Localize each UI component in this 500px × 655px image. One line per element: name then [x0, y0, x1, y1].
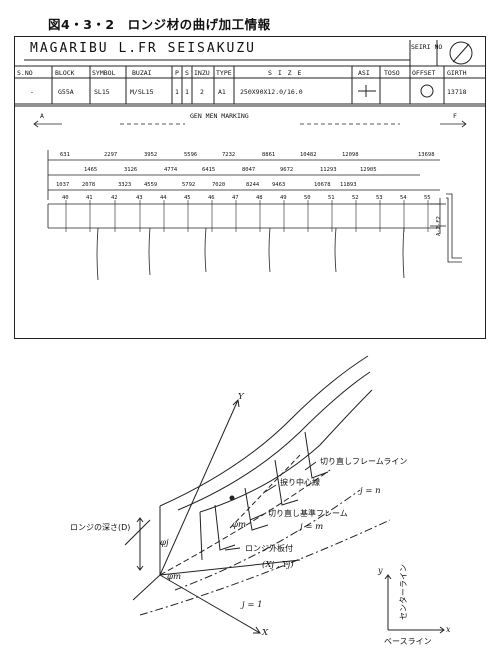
dim-r2-4: 8047	[242, 167, 256, 173]
j-n-label: j = n	[360, 486, 381, 496]
header-girth: GIRTH	[447, 69, 467, 77]
value-size: 250X90X12.0/16.0	[240, 88, 303, 96]
header-symbol: SYMBOL	[92, 69, 116, 77]
dim-r1-0: 631	[60, 152, 70, 158]
frame-number: 40	[62, 195, 69, 201]
header-size: S I Z E	[268, 69, 303, 77]
value-type: A1	[218, 88, 226, 96]
frame-number: 50	[304, 195, 311, 201]
dim-r3-6: 8244	[246, 182, 260, 188]
dim-r2-0: 1465	[84, 167, 98, 173]
drawing-sheet	[14, 36, 486, 339]
frame-number: 42	[111, 195, 118, 201]
header-offset: OFFSET	[412, 69, 436, 77]
dim-r1-4: 7232	[222, 152, 236, 158]
dim-r1-2: 3952	[144, 152, 158, 158]
frame-number: 55	[424, 195, 431, 201]
value-s: 1	[185, 88, 189, 96]
dim-r2-2: 4774	[164, 167, 178, 173]
phi-m-upper-label: φm	[232, 520, 247, 530]
centerline-label: センターライン	[399, 564, 408, 620]
frame-number: 47	[232, 195, 239, 201]
value-block: G55A	[58, 88, 74, 96]
dim-r2-7: 12905	[360, 167, 377, 173]
header-asi: ASI	[358, 69, 370, 77]
dim-r2-5: 9672	[280, 167, 294, 173]
dim-r3-3: 4559	[144, 182, 158, 188]
value-symbol: SL15	[94, 88, 110, 96]
dim-r1-6: 10482	[300, 152, 317, 158]
small-y-label: y	[378, 566, 383, 575]
dim-r1-5: 8861	[262, 152, 276, 158]
longi-depth-label: ロンジの深さ(D)	[70, 523, 131, 532]
value-buzai: M/SL15	[130, 88, 154, 96]
baseline-label: ベースライン	[384, 637, 432, 646]
dim-r3-9: 11893	[340, 182, 357, 188]
header-type: TYPE	[216, 69, 232, 77]
j-1-label: j = 1	[242, 600, 263, 610]
dim-r2-1: 3126	[124, 167, 138, 173]
frame-number: 45	[184, 195, 191, 201]
header-toso: TOSO	[384, 69, 400, 77]
twist-axis-label: 捩り中心線	[280, 478, 320, 487]
dim-r1-1: 2297	[104, 152, 118, 158]
dim-r3-2: 3323	[118, 182, 132, 188]
value-p: 1	[175, 88, 179, 96]
header-buzai: BUZAI	[132, 69, 152, 77]
figure-title: 図4・3・2 ロンジ材の曲げ加工情報	[48, 17, 271, 32]
dim-r3-7: 9463	[272, 182, 286, 188]
frame-number: 41	[86, 195, 93, 201]
header-block: BLOCK	[55, 69, 75, 77]
header-sno: S.NO	[17, 69, 33, 77]
phi-j-label: φj	[160, 538, 169, 548]
dim-r3-4: 5792	[182, 182, 196, 188]
marking-label: GEN MEN MARKING	[190, 112, 249, 120]
cut-reference-frame-label: 切り直し基準フレーム	[268, 509, 348, 518]
small-x-label: x	[446, 625, 451, 634]
header-inzu: INZU	[194, 69, 210, 77]
y-axis-label: Y	[238, 392, 244, 402]
dim-r3-0: 1037	[56, 182, 70, 188]
xj-yj-label: (Xj , Yj)	[262, 560, 294, 570]
frame-number: 46	[208, 195, 215, 201]
header-p: P	[175, 69, 179, 77]
value-sno: -	[30, 88, 34, 96]
dim-r1-7: 12098	[342, 152, 359, 158]
frame-number: 43	[136, 195, 143, 201]
frame-number: 54	[400, 195, 407, 201]
frame-number: 52	[352, 195, 359, 201]
frame-number: 53	[376, 195, 383, 201]
frame-number: 48	[256, 195, 263, 201]
j-m-label: j = m	[300, 522, 324, 532]
header-s: S	[185, 69, 189, 77]
sheet-title: MAGARIBU L.FR SEISAKUZU	[30, 41, 257, 56]
value-girth: 13718	[447, 88, 467, 96]
frame-number: 44	[160, 195, 167, 201]
cut-frame-line-label: 切り直しフレームライン	[320, 457, 408, 466]
x-axis-label: X	[262, 628, 269, 638]
frame-number: 51	[328, 195, 335, 201]
frame-number: 49	[280, 195, 287, 201]
seiri-label: SEIRI NO	[411, 43, 443, 51]
direction-right-label: F	[453, 112, 457, 120]
dim-r1-8: 13698	[418, 152, 435, 158]
value-inzu: 2	[200, 88, 204, 96]
dim-r2-6: 11293	[320, 167, 337, 173]
dim-r3-8: 10678	[314, 182, 331, 188]
direction-left-label: A	[40, 112, 44, 120]
dim-r3-1: 2078	[82, 182, 96, 188]
dim-r1-3: 5596	[184, 152, 198, 158]
longi-outer-plate-label: ロンジ外板付	[245, 544, 293, 553]
dim-r2-3: 6415	[202, 167, 216, 173]
dim-r3-5: 7020	[212, 182, 226, 188]
phi-m-lower-label: φm	[167, 572, 182, 582]
